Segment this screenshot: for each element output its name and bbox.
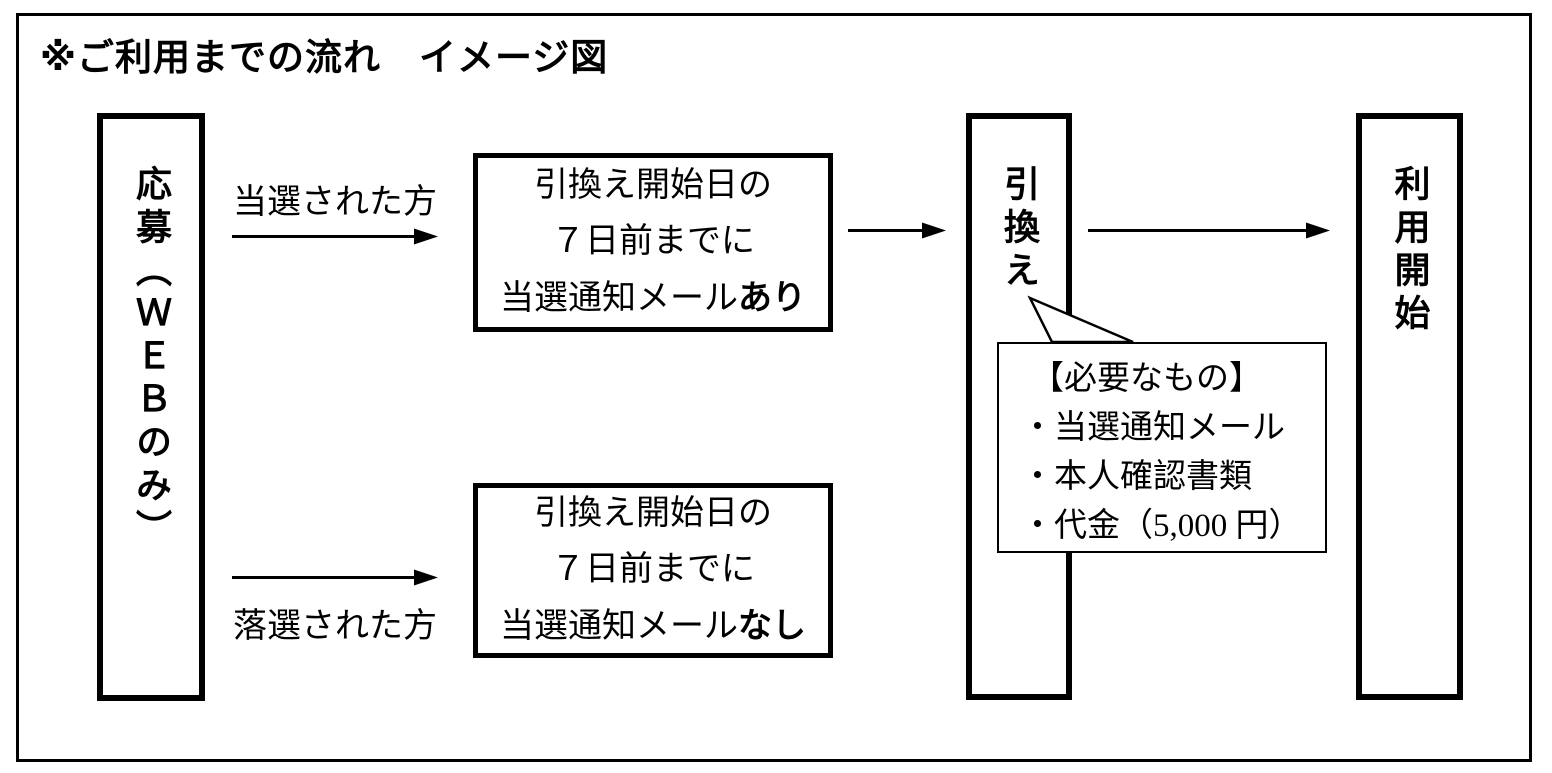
win-arrow-icon	[232, 228, 438, 245]
win-box-line1: 引換え開始日の	[534, 167, 772, 204]
stage-label-exchange: 引換え	[999, 165, 1040, 294]
requirements-callout: 【必要なもの】 ・当選通知メール ・本人確認書類 ・代金（5,000 円）	[997, 342, 1327, 553]
win-box-line3-bold: あり	[738, 279, 806, 317]
stage-box-start: 利用開始	[1356, 113, 1463, 700]
callout-heading: 【必要なもの】	[1031, 361, 1262, 397]
stage-label-start: 利用開始	[1389, 165, 1431, 337]
lose-box-line3-text: 当選通知メール	[500, 608, 738, 645]
win-box-line3-text: 当選通知メール	[500, 280, 738, 317]
to-exchange-arrow-icon	[848, 222, 946, 239]
callout-item: ・代金（5,000 円）	[1021, 508, 1302, 544]
callout-tail-icon	[1027, 295, 1134, 344]
callout-item: ・当選通知メール	[1021, 410, 1285, 446]
stage-box-apply: 応募（ＷＥＢのみ）	[97, 113, 205, 701]
lose-box-line3-bold: なし	[738, 607, 806, 645]
lose-arrow-icon	[232, 569, 438, 586]
win-result-box: 引換え開始日の ７日前までに 当選通知メールあり	[473, 153, 833, 332]
win-box-line2: ７日前までに	[551, 223, 755, 260]
lose-arrow-label: 落選された方	[233, 608, 437, 645]
diagram-title: ※ご利用までの流れ イメージ図	[40, 37, 609, 78]
callout-item: ・本人確認書類	[1021, 459, 1252, 495]
lose-result-box: 引換え開始日の ７日前までに 当選通知メールなし	[473, 483, 833, 658]
stage-label-apply: 応募（ＷＥＢのみ）	[131, 165, 172, 552]
win-box-line3: 当選通知メールあり	[478, 270, 828, 327]
to-start-arrow-icon	[1088, 222, 1330, 239]
lose-box-line1: 引換え開始日の	[534, 495, 772, 532]
win-arrow-label: 当選された方	[233, 184, 437, 221]
lose-box-line3: 当選通知メールなし	[478, 598, 828, 655]
lose-box-line2: ７日前までに	[551, 551, 755, 588]
